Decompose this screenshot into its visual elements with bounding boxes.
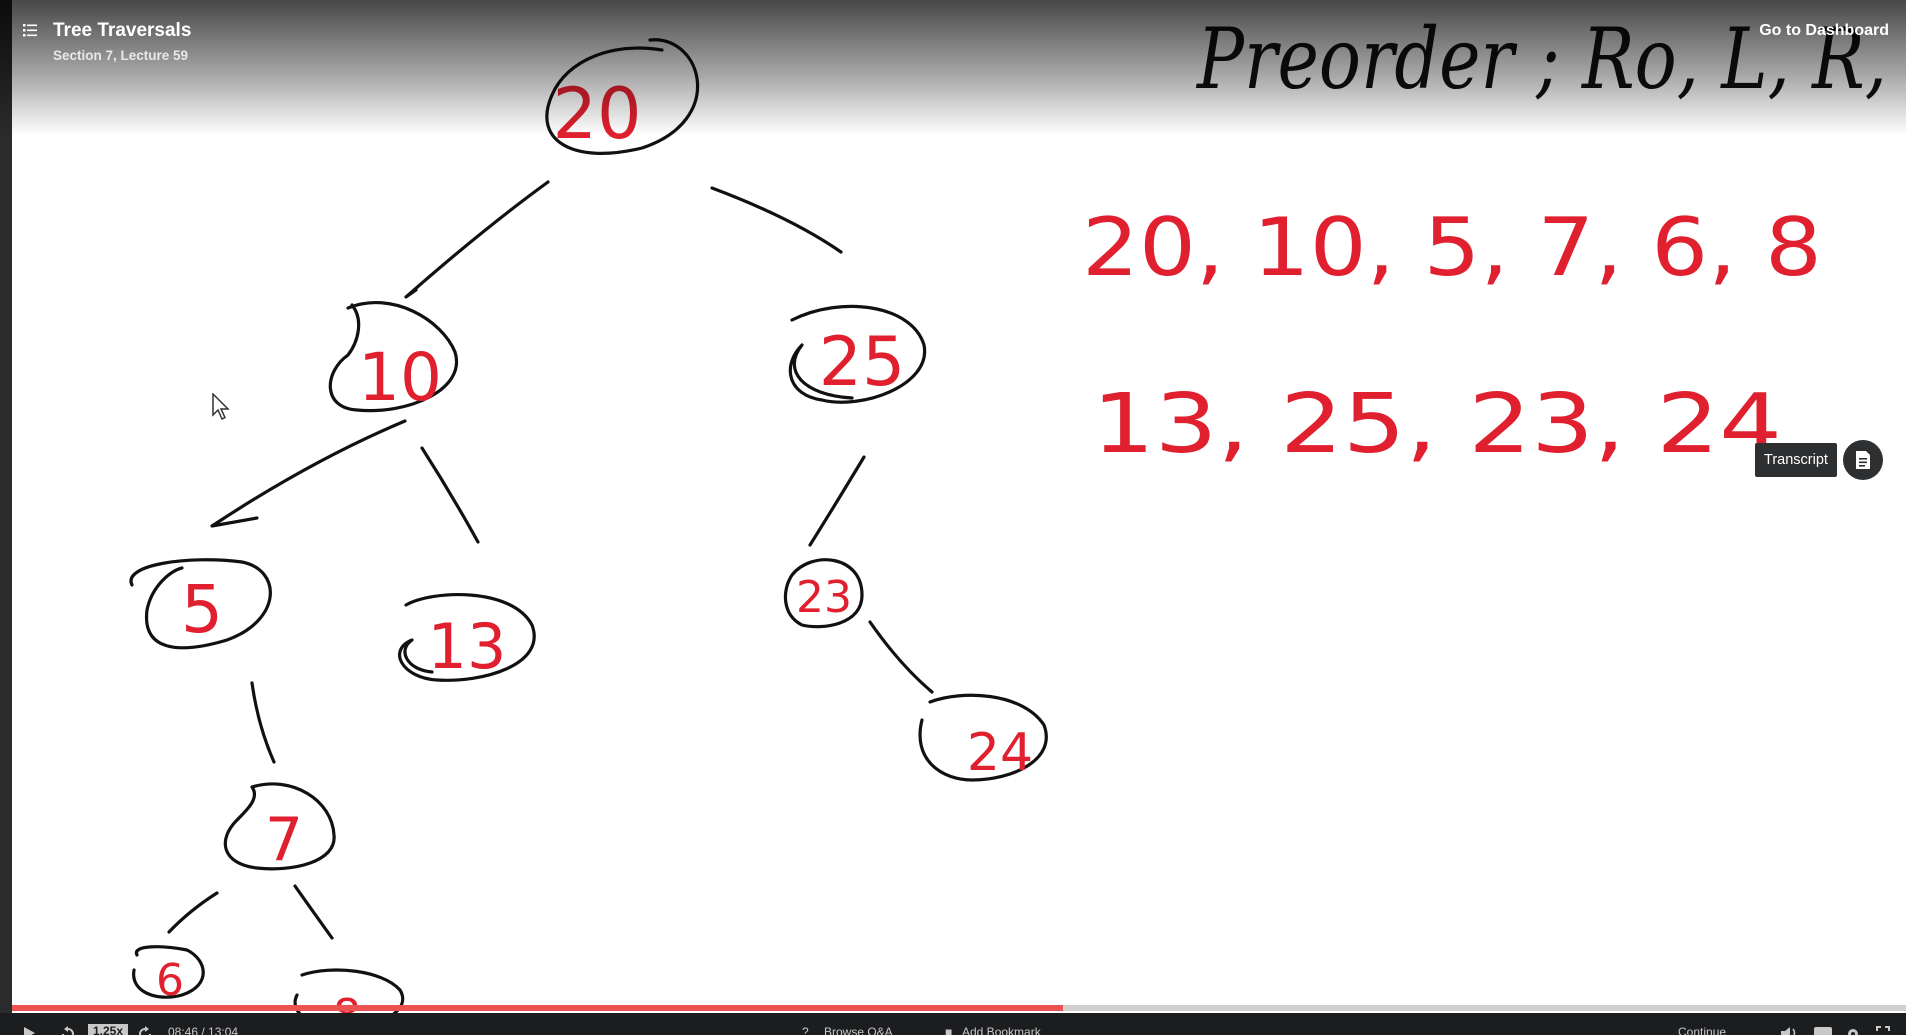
transcript-tooltip: Transcript: [1755, 443, 1837, 477]
mouse-pointer-icon: [212, 393, 230, 421]
node-label: 20: [552, 73, 641, 155]
captions-icon[interactable]: [1813, 1026, 1833, 1035]
browse-qa-button[interactable]: Browse Q&A: [824, 1025, 893, 1035]
node-label: 5: [181, 571, 223, 648]
gear-icon[interactable]: [1845, 1026, 1861, 1035]
go-to-dashboard-link[interactable]: Go to Dashboard: [1759, 22, 1889, 39]
transcript-button[interactable]: [1843, 440, 1883, 480]
forward-icon[interactable]: [137, 1026, 153, 1035]
preorder-sequence-line-2: 13, 25, 23, 24: [1092, 377, 1782, 472]
video-progress-fill: [12, 1005, 1064, 1011]
volume-icon[interactable]: [1780, 1026, 1798, 1035]
player-header: Tree Traversals Section 7, Lecture 59 Go…: [0, 0, 1906, 80]
lecture-subtitle: Section 7, Lecture 59: [53, 48, 189, 63]
rewind-icon[interactable]: [60, 1026, 76, 1035]
lecture-title: Tree Traversals: [53, 20, 192, 41]
list-icon[interactable]: [22, 22, 38, 38]
time-display: 08:46 / 13:04: [168, 1025, 239, 1035]
fullscreen-icon[interactable]: [1876, 1026, 1890, 1035]
sidebar-edge: [0, 0, 12, 1035]
node-label: 23: [796, 572, 852, 623]
video-progress-bar[interactable]: [12, 1005, 1906, 1011]
video-stage[interactable]: 20 10 25 5 13 23 24 7 6 8 Preorder ; Ro,…: [12, 0, 1906, 1035]
continue-button[interactable]: Continue: [1678, 1025, 1727, 1035]
preorder-sequence-line-1: 20, 10, 5, 7, 6, 8: [1082, 201, 1822, 294]
node-label: 24: [967, 723, 1033, 783]
node-label: 6: [156, 955, 184, 1006]
help-icon: ?: [802, 1025, 809, 1035]
playback-speed-button[interactable]: 1.25x: [88, 1024, 129, 1035]
tree-edges: [167, 180, 934, 940]
whiteboard-drawing: 20 10 25 5 13 23 24 7 6 8 Preorder ; Ro,…: [129, 10, 1887, 1035]
add-bookmark-button[interactable]: Add Bookmark: [962, 1025, 1041, 1035]
node-label: 10: [358, 339, 442, 416]
bookmark-icon: ■: [945, 1025, 953, 1035]
document-icon: [1856, 451, 1870, 469]
node-label: 7: [265, 805, 303, 875]
node-label: 13: [428, 610, 507, 683]
tree-node-ovals: [129, 38, 1048, 1030]
play-icon[interactable]: [22, 1026, 36, 1035]
player-controls: 1.25x 08:46 / 13:04 ? Browse Q&A ■ Add B…: [0, 1013, 1906, 1035]
tree-node-labels: 20 10 25 5 13 23 24 7 6 8: [156, 73, 1033, 1035]
node-label: 25: [819, 323, 906, 402]
